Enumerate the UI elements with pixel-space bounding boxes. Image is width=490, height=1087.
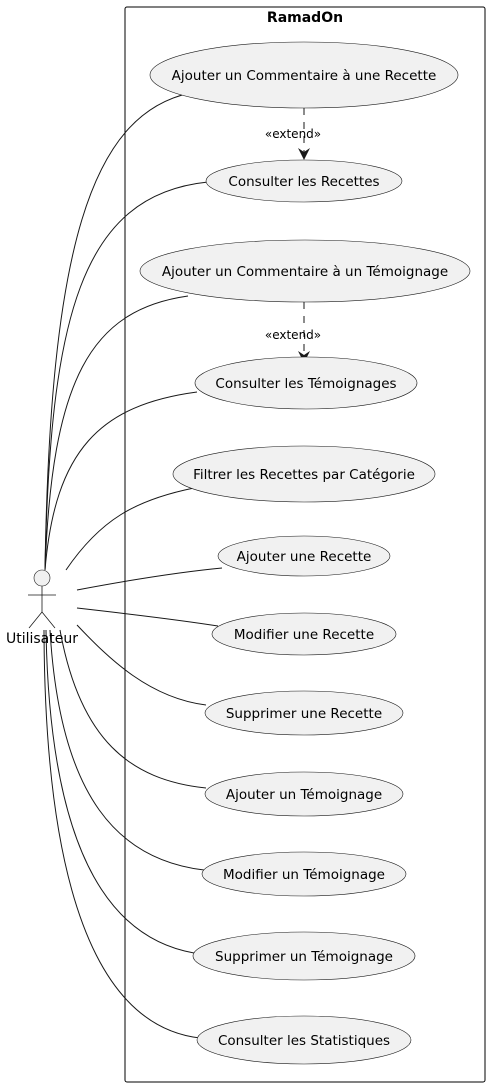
use-case[interactable]: Consulter les Témoignages — [194, 356, 418, 410]
use-case[interactable]: Consulter les Statistiques — [196, 1015, 412, 1065]
association-lines — [43, 92, 223, 1039]
use-case-label: Ajouter un Commentaire à une Recette — [172, 68, 437, 84]
use-case-label: Supprimer une Recette — [226, 706, 382, 722]
use-case[interactable]: Supprimer une Recette — [204, 690, 404, 736]
actor-left-leg — [28, 611, 43, 629]
use-case[interactable]: Modifier une Recette — [211, 612, 397, 656]
use-case-ellipse — [192, 931, 416, 981]
extend-relations: «extend» «extend» — [265, 108, 321, 363]
use-case-label: Ajouter une Recette — [237, 549, 372, 565]
association-uc11 — [45, 629, 195, 954]
use-case-ellipse — [194, 356, 418, 410]
use-case[interactable]: Filtrer les Recettes par Catégorie — [172, 445, 436, 503]
extend-label-2: «extend» — [265, 328, 321, 342]
use-case-label: Consulter les Témoignages — [215, 376, 396, 392]
use-case-label: Supprimer un Témoignage — [215, 949, 393, 965]
association-uc4 — [44, 391, 198, 571]
system-boundary — [124, 6, 486, 1083]
use-case-ellipse — [172, 445, 436, 503]
actor-head-icon — [33, 569, 51, 587]
use-case-label: Consulter les Statistiques — [218, 1033, 390, 1049]
association-uc2 — [44, 181, 209, 571]
use-case-ellipse — [149, 41, 459, 109]
extend-arrow-1 — [298, 148, 310, 160]
use-case-ellipse — [201, 851, 407, 897]
use-case[interactable]: Modifier un Témoignage — [201, 851, 407, 897]
association-uc7 — [76, 607, 219, 627]
use-case-ellipse — [205, 159, 403, 203]
association-uc5 — [65, 487, 195, 571]
association-uc12 — [43, 629, 201, 1039]
association-uc3 — [44, 295, 189, 571]
extend-label-1: «extend» — [265, 127, 321, 141]
association-uc10 — [49, 629, 205, 871]
association-uc1 — [44, 92, 191, 571]
use-case-ellipse — [196, 1015, 412, 1065]
use-case-label: Modifier une Recette — [234, 627, 374, 643]
association-uc9 — [59, 629, 207, 789]
use-case-ellipse — [204, 690, 404, 736]
use-case-label: Ajouter un Commentaire à un Témoignage — [162, 264, 448, 280]
use-case-label: Consulter les Recettes — [228, 174, 379, 190]
use-case[interactable]: Ajouter une Recette — [217, 535, 391, 577]
use-case[interactable]: Ajouter un Commentaire à une Recette — [149, 41, 459, 109]
system-title: RamadOn — [267, 10, 343, 26]
actor-right-leg — [41, 611, 56, 629]
use-case-ellipse — [139, 239, 471, 303]
use-case-ellipse — [217, 535, 391, 577]
association-uc8 — [76, 624, 207, 706]
use-case[interactable]: Ajouter un Témoignage — [204, 771, 404, 817]
use-case-ellipse — [211, 612, 397, 656]
use-case[interactable]: Supprimer un Témoignage — [192, 931, 416, 981]
use-case-label: Filtrer les Recettes par Catégorie — [193, 467, 415, 483]
association-uc6 — [76, 567, 223, 591]
actor-utilisateur[interactable]: Utilisateur — [6, 569, 78, 647]
use-case-ellipse — [204, 771, 404, 817]
use-case-label: Ajouter un Témoignage — [226, 787, 382, 803]
use-case[interactable]: Ajouter un Commentaire à un Témoignage — [139, 239, 471, 303]
actor-label: Utilisateur — [6, 631, 78, 647]
use-case[interactable]: Consulter les Recettes — [205, 159, 403, 203]
use-case-label: Modifier un Témoignage — [223, 867, 385, 883]
